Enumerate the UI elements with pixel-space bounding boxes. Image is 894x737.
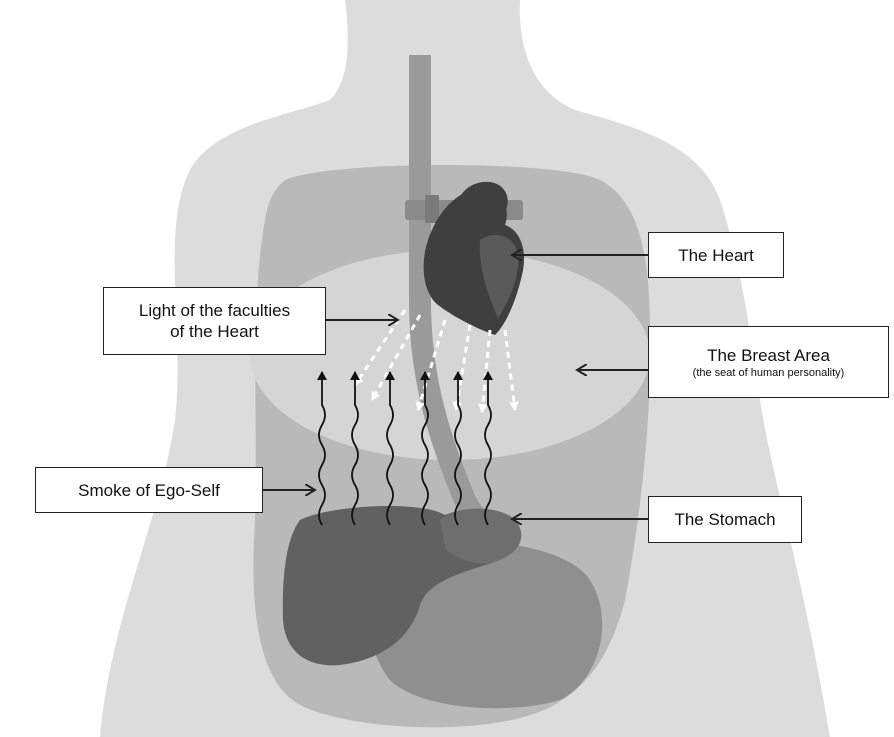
heart-label-box: The Heart [648,232,784,278]
stomach-label-box: The Stomach [648,496,802,543]
light-label-box: Light of the faculties of the Heart [103,287,326,355]
stomach-label: The Stomach [674,509,775,530]
breast-label-title: The Breast Area [707,345,830,366]
smoke-label: Smoke of Ego-Self [78,480,220,501]
light-label-line2: of the Heart [170,321,259,342]
heart-label: The Heart [678,245,754,266]
light-label-line1: Light of the faculties [139,300,290,321]
breast-label-box: The Breast Area (the seat of human perso… [648,326,889,398]
aortic-branch [425,195,439,223]
smoke-label-box: Smoke of Ego-Self [35,467,263,513]
breast-label-subtitle: (the seat of human personality) [693,366,845,380]
